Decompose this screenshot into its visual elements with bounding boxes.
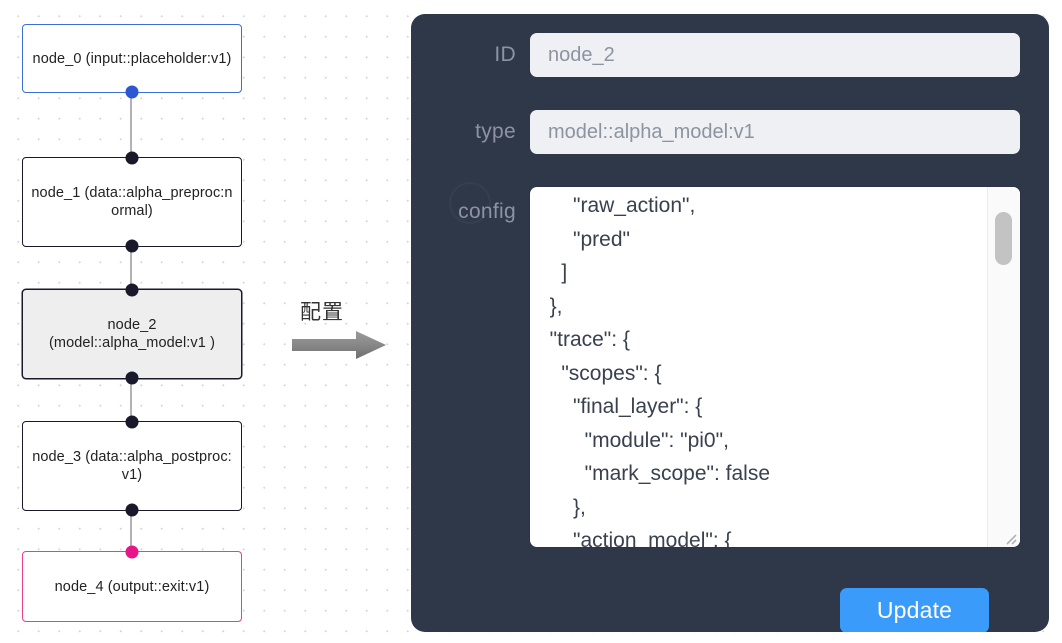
field-row-config: config "raw_action", "pred" ] }, "trace"… bbox=[411, 187, 1049, 547]
edge-node_3-node_4 bbox=[130, 511, 132, 551]
node-handle-target[interactable] bbox=[125, 545, 139, 559]
annotation-arrow-group: 配置 bbox=[292, 296, 392, 368]
field-row-type: type model::alpha_model:v1 bbox=[411, 110, 1049, 154]
graph-node-label: node_1 (data::alpha_preproc:n ormal) bbox=[31, 185, 233, 219]
node-handle-source[interactable] bbox=[125, 239, 139, 253]
edge-node_2-node_3 bbox=[130, 379, 132, 421]
flow-graph-pane[interactable]: node_0 (input::placeholder:v1) node_1 (d… bbox=[0, 0, 392, 643]
field-row-id: ID node_2 bbox=[411, 33, 1049, 77]
config-textarea-wrapper[interactable]: "raw_action", "pred" ] }, "trace": { "sc… bbox=[530, 187, 1020, 547]
annotation-caption: 配置 bbox=[300, 300, 344, 324]
config-scrollbar-thumb[interactable] bbox=[995, 212, 1012, 265]
graph-node-label: node_2 (model::alpha_model:v1 ) bbox=[48, 317, 215, 351]
node-handle-target[interactable] bbox=[125, 151, 139, 165]
type-input[interactable]: model::alpha_model:v1 bbox=[530, 110, 1020, 154]
edge-node_0-node_1 bbox=[130, 93, 132, 157]
update-button[interactable]: Update bbox=[840, 588, 989, 632]
graph-node-label: node_0 (input::placeholder:v1) bbox=[32, 50, 232, 67]
node-handle-source[interactable] bbox=[125, 503, 139, 517]
node-handle-target[interactable] bbox=[125, 415, 139, 429]
node-inspector-panel: ID node_2 type model::alpha_model:v1 con… bbox=[411, 14, 1049, 632]
edge-node_1-node_2 bbox=[130, 247, 132, 289]
node-handle-source[interactable] bbox=[125, 85, 139, 99]
graph-node-node_1[interactable]: node_1 (data::alpha_preproc:n ormal) bbox=[22, 151, 242, 253]
arrow-right-icon bbox=[292, 331, 386, 359]
node-handle-target[interactable] bbox=[125, 283, 139, 297]
id-field-label: ID bbox=[494, 43, 516, 66]
config-textarea[interactable]: "raw_action", "pred" ] }, "trace": { "sc… bbox=[549, 194, 770, 547]
graph-node-label: node_4 (output::exit:v1) bbox=[54, 578, 210, 595]
graph-node-node_2[interactable]: node_2 (model::alpha_model:v1 ) bbox=[22, 283, 242, 385]
graph-node-node_0[interactable]: node_0 (input::placeholder:v1) bbox=[22, 24, 242, 99]
graph-node-node_3[interactable]: node_3 (data::alpha_postproc: v1) bbox=[22, 415, 242, 517]
config-field-label: config bbox=[458, 200, 516, 223]
graph-node-label: node_3 (data::alpha_postproc: v1) bbox=[32, 449, 232, 483]
type-field-label: type bbox=[475, 120, 516, 143]
node-handle-source[interactable] bbox=[125, 371, 139, 385]
resize-grip-icon[interactable] bbox=[1001, 529, 1017, 545]
config-scrollbar[interactable] bbox=[987, 187, 1020, 547]
graph-node-node_4[interactable]: node_4 (output::exit:v1) bbox=[22, 545, 242, 622]
id-input[interactable]: node_2 bbox=[530, 33, 1020, 77]
